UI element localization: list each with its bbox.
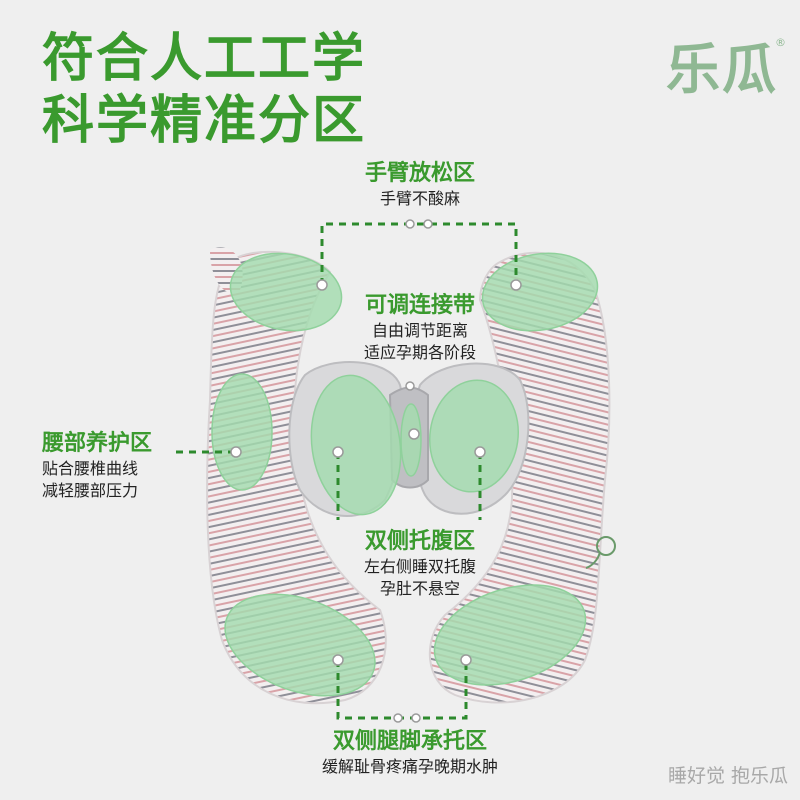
marker-strap-top — [405, 381, 415, 391]
label-legs-zone: 双侧腿脚承托区 缓解耻骨疼痛孕晚期水肿 — [270, 728, 550, 778]
zone-waist — [211, 373, 273, 491]
belly-zone-desc-1: 左右侧睡双托腹 — [363, 557, 476, 576]
marker-arm-left — [316, 279, 328, 291]
embroidered-logo-icon — [585, 536, 616, 569]
strap-zone-desc-2: 适应孕期各阶段 — [363, 343, 476, 362]
legs-zone-title: 双侧腿脚承托区 — [332, 729, 487, 754]
label-waist-zone: 腰部养护区 贴合腰椎曲线 减轻腰部压力 — [42, 430, 152, 502]
marker-arm-top-right — [423, 219, 433, 229]
label-strap-zone: 可调连接带 自由调节距离 适应孕期各阶段 — [300, 292, 540, 364]
marker-legs-bottom-left — [393, 713, 403, 723]
waist-zone-desc-2: 减轻腰部压力 — [42, 481, 139, 500]
waist-zone-desc-1: 贴合腰椎曲线 — [42, 459, 139, 478]
marker-arm-right — [510, 279, 522, 291]
label-arm-zone: 手臂放松区 手臂不酸麻 — [300, 160, 540, 210]
zone-overlays — [211, 252, 599, 697]
zone-arm-left — [229, 252, 343, 332]
marker-waist — [230, 446, 242, 458]
headline-line-1: 符合人工工学 — [42, 29, 367, 89]
marker-legs-bottom-right — [411, 713, 421, 723]
leader-arm — [320, 222, 518, 285]
belly-zone-title: 双侧托腹区 — [364, 529, 475, 554]
registered-mark: ® — [775, 36, 786, 49]
zone-belly-left — [310, 374, 402, 516]
zone-leg-right — [433, 584, 587, 686]
zone-strap — [400, 403, 422, 477]
marker-strap — [408, 428, 420, 440]
belly-zone-desc-2: 孕肚不悬空 — [379, 579, 460, 598]
waist-zone-title: 腰部养护区 — [42, 431, 153, 456]
marker-belly-right — [474, 446, 486, 458]
strap-zone-desc-1: 自由调节距离 — [371, 321, 468, 340]
zone-arm-right — [481, 252, 599, 332]
arm-zone-desc: 手臂不酸麻 — [379, 189, 460, 208]
legs-zone-desc: 缓解耻骨疼痛孕晚期水肿 — [321, 757, 498, 776]
marker-belly-left — [332, 446, 344, 458]
marker-leg-right — [460, 654, 472, 666]
marker-arm-top-left — [405, 219, 415, 229]
zone-markers — [230, 219, 522, 723]
zone-leg-left — [224, 593, 376, 697]
marker-leg-left — [332, 654, 344, 666]
zone-belly-right — [428, 379, 520, 493]
slogan: 睡好觉 抱乐瓜 — [667, 765, 788, 787]
arm-zone-title: 手臂放松区 — [364, 161, 475, 186]
brand-logo: 乐瓜 — [666, 38, 778, 101]
headline: 符合人工工学 科学精准分区 — [42, 28, 366, 152]
headline-line-2: 科学精准分区 — [42, 91, 367, 151]
strap-zone-title: 可调连接带 — [364, 293, 475, 318]
label-belly-zone: 双侧托腹区 左右侧睡双托腹 孕肚不悬空 — [300, 528, 540, 600]
